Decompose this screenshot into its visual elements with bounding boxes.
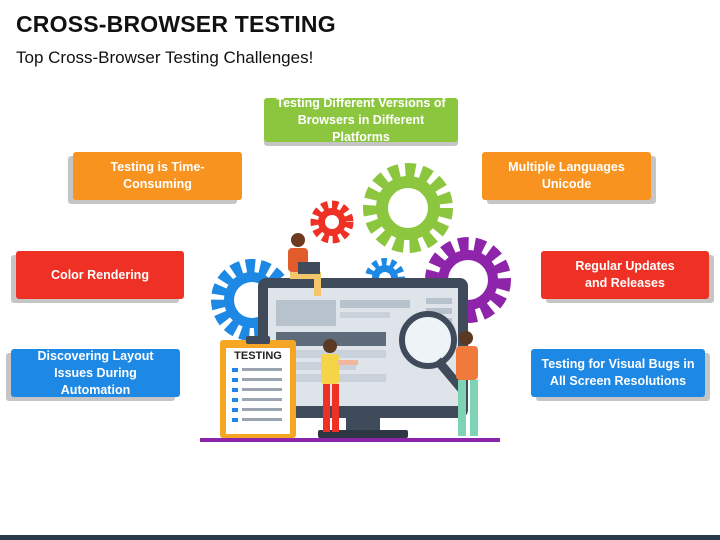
challenge-box-updates: Regular Updates and Releases (541, 251, 709, 299)
person-laptop-icon (288, 233, 321, 296)
challenge-label: Color Rendering (51, 267, 149, 282)
challenge-label: Multiple Languages Unicode (508, 160, 625, 191)
person-magnifier-icon (456, 331, 478, 436)
challenge-box-color: Color Rendering (16, 251, 184, 299)
red-gear-icon (310, 200, 354, 244)
page-subtitle: Top Cross-Browser Testing Challenges! (16, 48, 314, 67)
challenge-box-visual: Testing for Visual Bugs in All Screen Re… (531, 349, 705, 397)
challenge-box-versions: Testing Different Versions of Browsers i… (264, 96, 458, 144)
testing-illustration: TESTING (200, 163, 511, 442)
monitor-icon (258, 278, 468, 438)
floor-line (200, 438, 500, 442)
challenge-label: Discovering Layout Issues During Automat… (37, 348, 154, 397)
person-pointing-icon (321, 339, 358, 432)
challenge-label: Testing for Visual Bugs in All Screen Re… (541, 357, 695, 388)
challenge-box-time: Testing is Time-Consuming (73, 152, 242, 200)
challenge-label: Testing is Time-Consuming (110, 160, 205, 191)
challenge-box-layout: Discovering Layout Issues During Automat… (11, 349, 180, 397)
green-gear-icon (363, 163, 453, 253)
challenge-box-languages: Multiple Languages Unicode (482, 152, 651, 200)
clipboard-icon: TESTING (220, 336, 296, 438)
challenge-label: Regular Updates and Releases (575, 259, 675, 290)
bottom-bar (0, 535, 720, 540)
page-title: CROSS-BROWSER TESTING (16, 11, 336, 37)
challenge-label: Testing Different Versions of Browsers i… (276, 95, 446, 144)
clipboard-label: TESTING (234, 350, 282, 362)
